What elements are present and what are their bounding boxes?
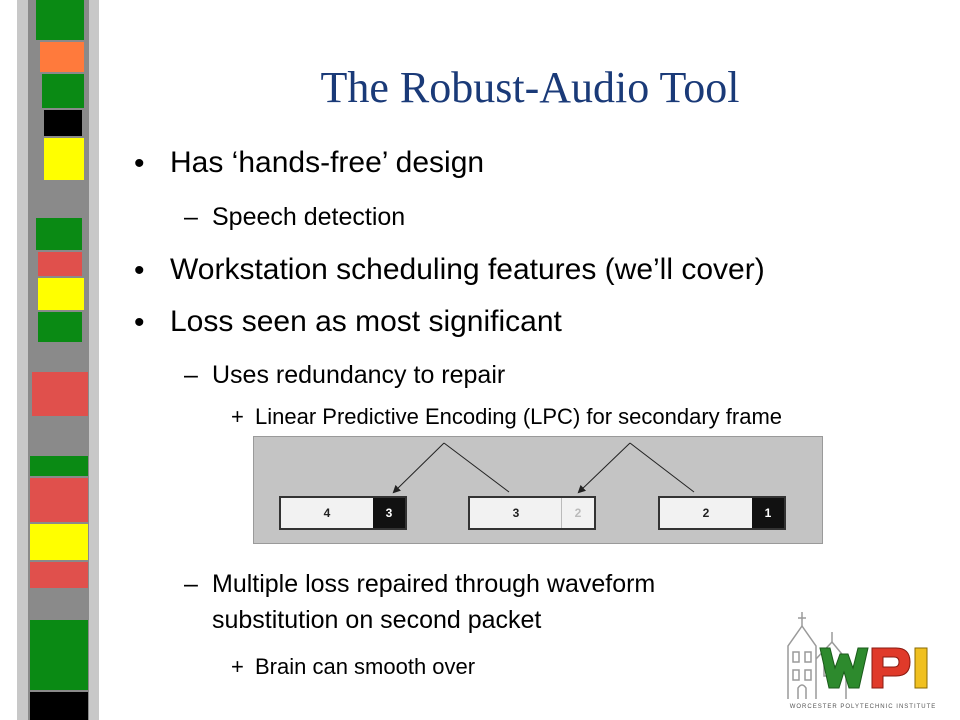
sub-bullet-marker: – [184,203,198,231]
logo-letter-p [871,647,911,689]
arrow-line [392,442,445,494]
packet-redundant-frame: 1 [752,498,784,528]
sub-bullet-redundancy: – Uses redundancy to repair [184,360,506,390]
sub-bullet-text: Speech detection [212,203,406,231]
sub-sub-bullet-marker: + [231,654,244,679]
sub-sub-bullet-lpc: + Linear Predictive Encoding (LPC) for s… [231,404,783,430]
diagram-arrows [392,442,695,494]
sub-bullet-text: Uses redundancy to repair [212,361,506,389]
sub-bullet-multiple-loss-continued: substitution on second packet [212,605,541,635]
logo-letter-i [914,647,928,689]
logo-letter-w [819,647,869,689]
sub-sub-bullet-text: Brain can smooth over [255,654,476,679]
sub-sub-bullet-text: Linear Predictive Encoding (LPC) for sec… [255,404,783,429]
packet-primary-frame: 4 [323,506,331,520]
redundancy-diagram: 4 3 3 2 2 1 [253,436,823,544]
packet-3: 2 1 [658,496,786,530]
logo-caption: WORCESTER POLYTECHNIC INSTITUTE [789,704,937,710]
bullet-text: Workstation scheduling features (we’ll c… [170,253,765,286]
bullet-workstation-scheduling: • Workstation scheduling features (we’ll… [134,252,765,288]
packet-redundant-frame: 2 [561,498,594,528]
arrow-line [629,442,695,493]
sub-sub-bullet-marker: + [231,404,244,429]
bullet-marker: • [134,254,145,287]
packet-primary-frame: 3 [512,506,520,520]
decorative-sidebar [0,0,100,720]
packet-redundant-frame: 3 [373,498,405,528]
sub-bullet-speech-detection: – Speech detection [184,202,406,232]
bullet-marker: • [134,147,145,180]
packet-2: 3 2 [468,496,596,530]
bullet-hands-free: • Has ‘hands-free’ design [134,145,485,181]
bullet-loss-significant: • Loss seen as most significant [134,304,562,340]
arrow-line [577,442,631,494]
sub-bullet-marker: – [184,361,198,389]
wpi-logo [787,612,928,699]
bullet-text: Has ‘hands-free’ design [170,146,485,179]
sub-bullet-multiple-loss: – Multiple loss repaired through wavefor… [184,569,656,599]
sub-bullet-text: Multiple loss repaired through waveform [212,570,656,598]
arrow-line [443,442,510,493]
sub-sub-bullet-brain-smooth: + Brain can smooth over [231,654,476,680]
slide-title: The Robust-Audio Tool [320,63,740,112]
bullet-marker: • [134,306,145,339]
sub-bullet-text: substitution on second packet [212,606,542,634]
packet-primary-frame: 2 [702,506,710,520]
bullet-text: Loss seen as most significant [170,305,562,338]
packet-1: 4 3 [279,496,407,530]
sub-bullet-marker: – [184,570,198,598]
